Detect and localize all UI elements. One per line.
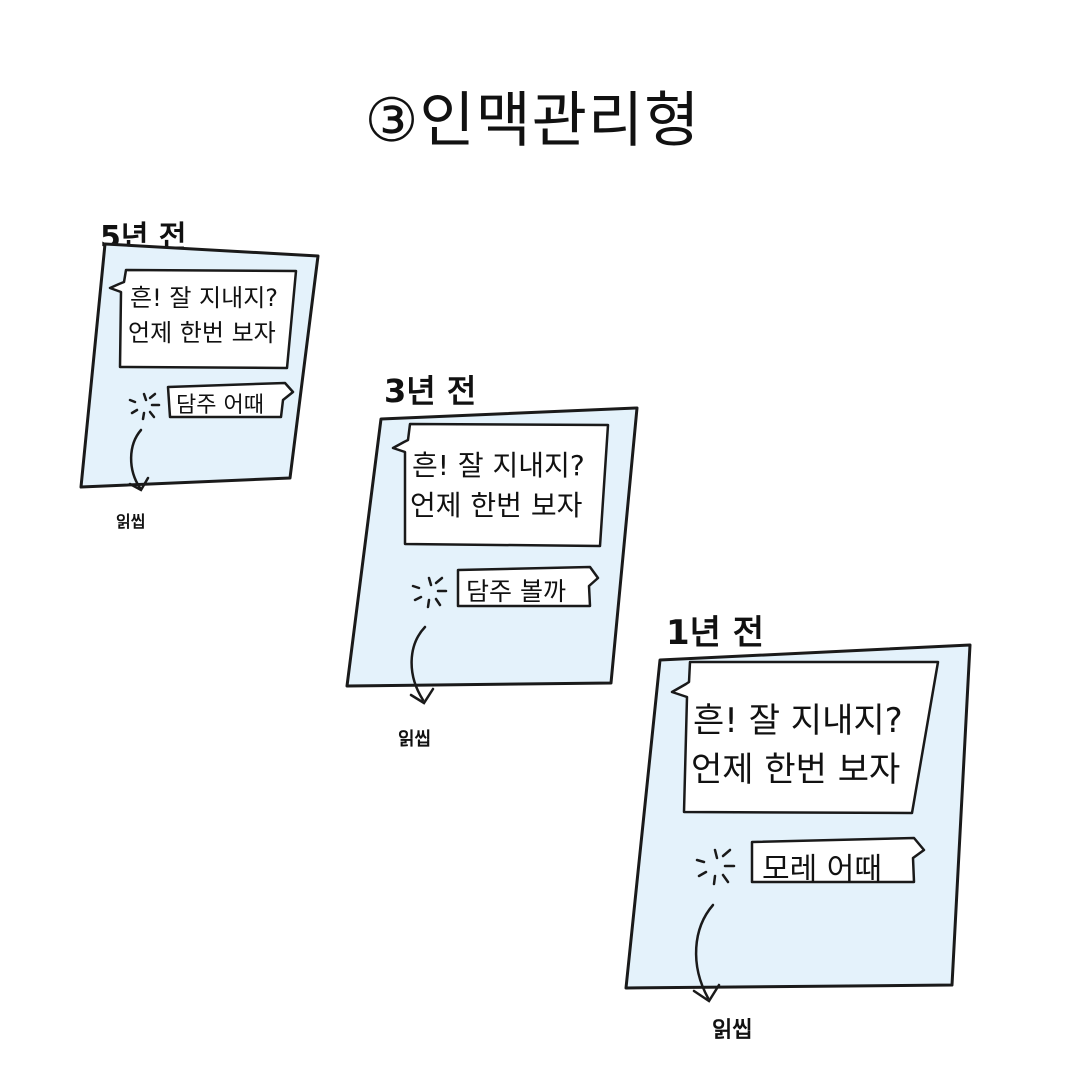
time-label: 1년 전 xyxy=(666,613,765,653)
message-line: 언제 한번 보자 xyxy=(691,750,901,790)
message-line: 흔! 잘 지내지? xyxy=(693,701,903,741)
message-line: 흔! 잘 지내지? xyxy=(130,284,279,312)
curved-arrow-icon xyxy=(692,903,721,1003)
message-line: 흔! 잘 지내지? xyxy=(412,449,585,482)
read-status: 읽씹 xyxy=(712,1018,753,1043)
page-title: ③인맥관리형 xyxy=(364,86,701,156)
typing-spark-icon xyxy=(411,576,448,609)
message-line: 언제 한번 보자 xyxy=(128,319,276,347)
reply-message: 담주 볼까 xyxy=(466,577,566,606)
typing-spark-icon xyxy=(128,392,161,421)
reply-message: 모레 어때 xyxy=(762,852,882,887)
time-label: 3년 전 xyxy=(384,372,477,410)
typing-spark-icon xyxy=(695,848,736,886)
read-status: 읽씹 xyxy=(398,729,432,750)
reply-message: 담주 어때 xyxy=(176,393,264,418)
message-line: 언제 한번 보자 xyxy=(410,489,583,522)
curved-arrow-icon xyxy=(409,625,435,705)
read-status: 읽씹 xyxy=(116,512,146,531)
curved-arrow-icon xyxy=(128,428,150,492)
